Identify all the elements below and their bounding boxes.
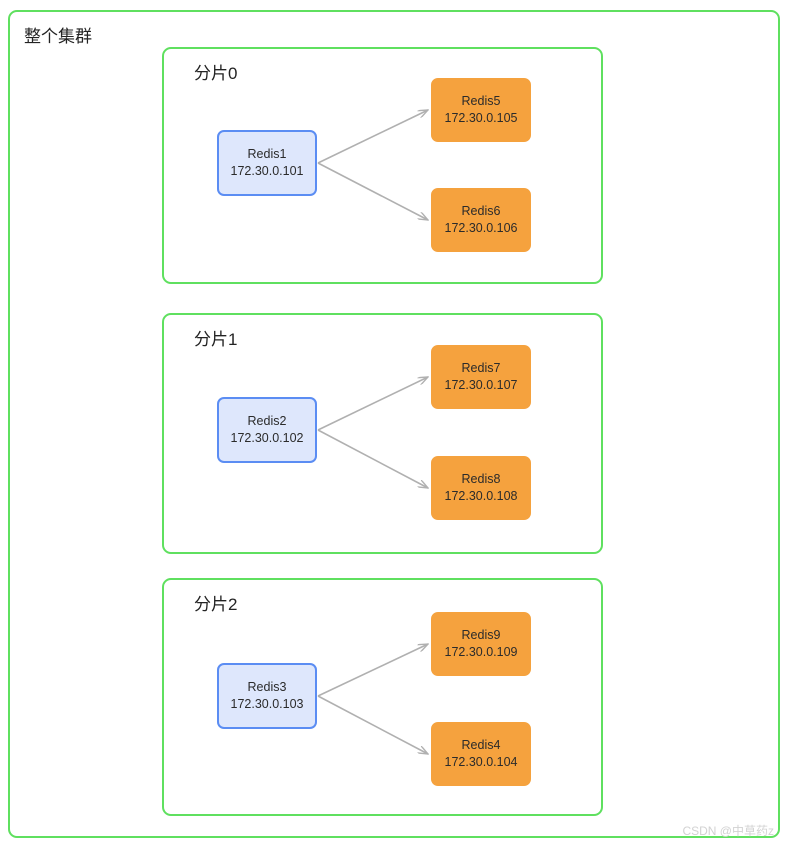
node-master-2[interactable]: Redis3 172.30.0.103 (217, 663, 317, 729)
node-name: Redis5 (461, 94, 501, 108)
node-name: Redis6 (461, 204, 501, 218)
node-name: Redis8 (461, 472, 501, 486)
node-replica-0-0[interactable]: Redis5 172.30.0.105 (431, 78, 531, 142)
shard-title-2: 分片2 (194, 595, 238, 614)
node-ip: 172.30.0.108 (444, 489, 518, 503)
node-replica-1-0[interactable]: Redis7 172.30.0.107 (431, 345, 531, 409)
node-name: Redis3 (247, 680, 287, 694)
node-ip: 172.30.0.104 (444, 755, 518, 769)
node-ip: 172.30.0.103 (230, 697, 304, 711)
shard-title-1: 分片1 (194, 330, 238, 349)
node-ip: 172.30.0.105 (444, 111, 518, 125)
cluster-frame (8, 10, 780, 838)
node-name: Redis9 (461, 628, 501, 642)
shard-frame-2: 分片2 (162, 578, 603, 816)
node-name: Redis2 (247, 414, 287, 428)
node-ip: 172.30.0.101 (230, 164, 304, 178)
node-name: Redis1 (247, 147, 287, 161)
node-master-0[interactable]: Redis1 172.30.0.101 (217, 130, 317, 196)
node-ip: 172.30.0.102 (230, 431, 304, 445)
node-ip: 172.30.0.109 (444, 645, 518, 659)
node-name: Redis4 (461, 738, 501, 752)
shard-frame-0: 分片0 (162, 47, 603, 284)
node-replica-2-0[interactable]: Redis9 172.30.0.109 (431, 612, 531, 676)
watermark: CSDN @中草药z (682, 824, 774, 838)
node-ip: 172.30.0.106 (444, 221, 518, 235)
node-replica-2-1[interactable]: Redis4 172.30.0.104 (431, 722, 531, 786)
shard-frame-1: 分片1 (162, 313, 603, 554)
node-replica-1-1[interactable]: Redis8 172.30.0.108 (431, 456, 531, 520)
node-master-1[interactable]: Redis2 172.30.0.102 (217, 397, 317, 463)
shard-title-0: 分片0 (194, 64, 238, 83)
node-replica-0-1[interactable]: Redis6 172.30.0.106 (431, 188, 531, 252)
cluster-title: 整个集群 (24, 27, 92, 46)
node-ip: 172.30.0.107 (444, 378, 518, 392)
node-name: Redis7 (461, 361, 501, 375)
